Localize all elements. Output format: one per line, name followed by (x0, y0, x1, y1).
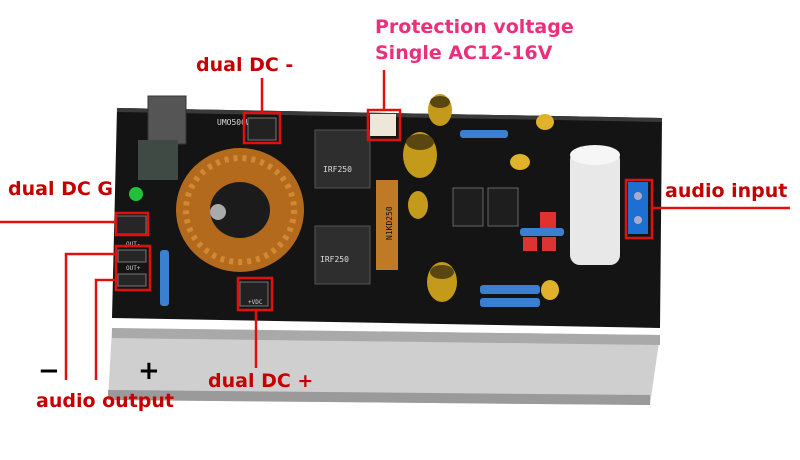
dual-dc-g-label: dual DC G (8, 178, 114, 200)
input-capacitor (570, 150, 620, 265)
capacitors (403, 94, 457, 302)
audio-output-label: audio output (36, 390, 175, 412)
audio-input-label: audio input (665, 180, 788, 202)
silk-ic: N1KD250 (385, 206, 394, 240)
protection-voltage-spec: Single AC12-16V (375, 42, 553, 64)
minus-terminal-sign: − (38, 356, 60, 386)
plus-terminal-sign: + (138, 356, 160, 386)
silk-vdc-plus: +VDC (248, 299, 263, 306)
resistors (160, 130, 564, 307)
annotation-overlays (0, 70, 790, 380)
silk-mosfet-top: IRF250 (323, 165, 352, 174)
dual-dc-minus-label: dual DC - (196, 54, 294, 76)
highlight-audio-output (114, 244, 152, 292)
protection-voltage-label: Protection voltage (375, 16, 574, 38)
dual-dc-plus-label: dual DC + (208, 370, 314, 392)
silk-out-minus: OUT- (126, 241, 140, 248)
highlight-dual-dc-g (114, 211, 150, 237)
silk-model: UMO500W V1.2 (217, 118, 275, 127)
silk-mosfet-bottom: IRF250 (320, 255, 349, 264)
protection-connector (370, 114, 396, 136)
toroid-inductor (176, 148, 304, 272)
heatsink-front (108, 328, 660, 405)
audio-input-terminal (628, 182, 648, 234)
silk-out-plus: OUT+ (126, 265, 141, 272)
